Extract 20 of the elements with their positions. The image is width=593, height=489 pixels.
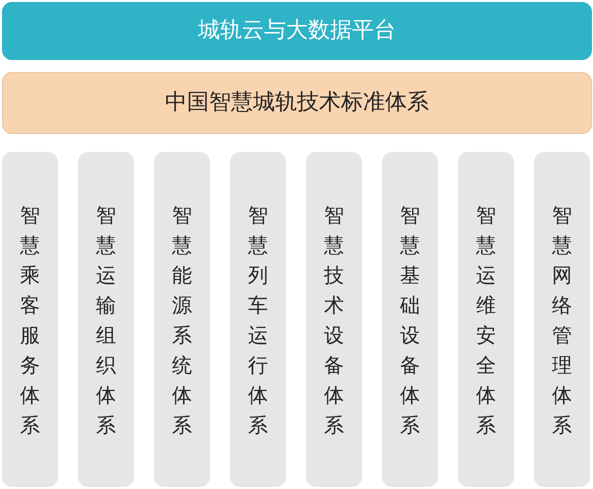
column-box	[306, 152, 362, 487]
column-box	[2, 152, 58, 487]
column-label: 智慧技术设备体系	[323, 202, 345, 438]
column-label: 智慧基础设备体系	[399, 202, 421, 438]
column-label: 智慧运维安全体系	[475, 202, 497, 438]
column-box	[78, 152, 134, 487]
column-label: 智慧运输组织体系	[95, 202, 117, 438]
band-title: 中国智慧城轨技术标准体系	[165, 92, 429, 114]
column-label: 智慧能源系统体系	[171, 202, 193, 438]
column-box	[458, 152, 514, 487]
column-box	[154, 152, 210, 487]
standard-band	[2, 72, 592, 134]
platform-band	[2, 2, 592, 60]
column-label: 智慧网络管理体系	[551, 202, 573, 438]
column-box	[230, 152, 286, 487]
band-title: 城轨云与大数据平台	[198, 20, 396, 42]
column-box	[382, 152, 438, 487]
column-label: 智慧乘客服务体系	[19, 202, 41, 438]
column-box	[534, 152, 590, 487]
column-label: 智慧列车运行体系	[247, 202, 269, 438]
